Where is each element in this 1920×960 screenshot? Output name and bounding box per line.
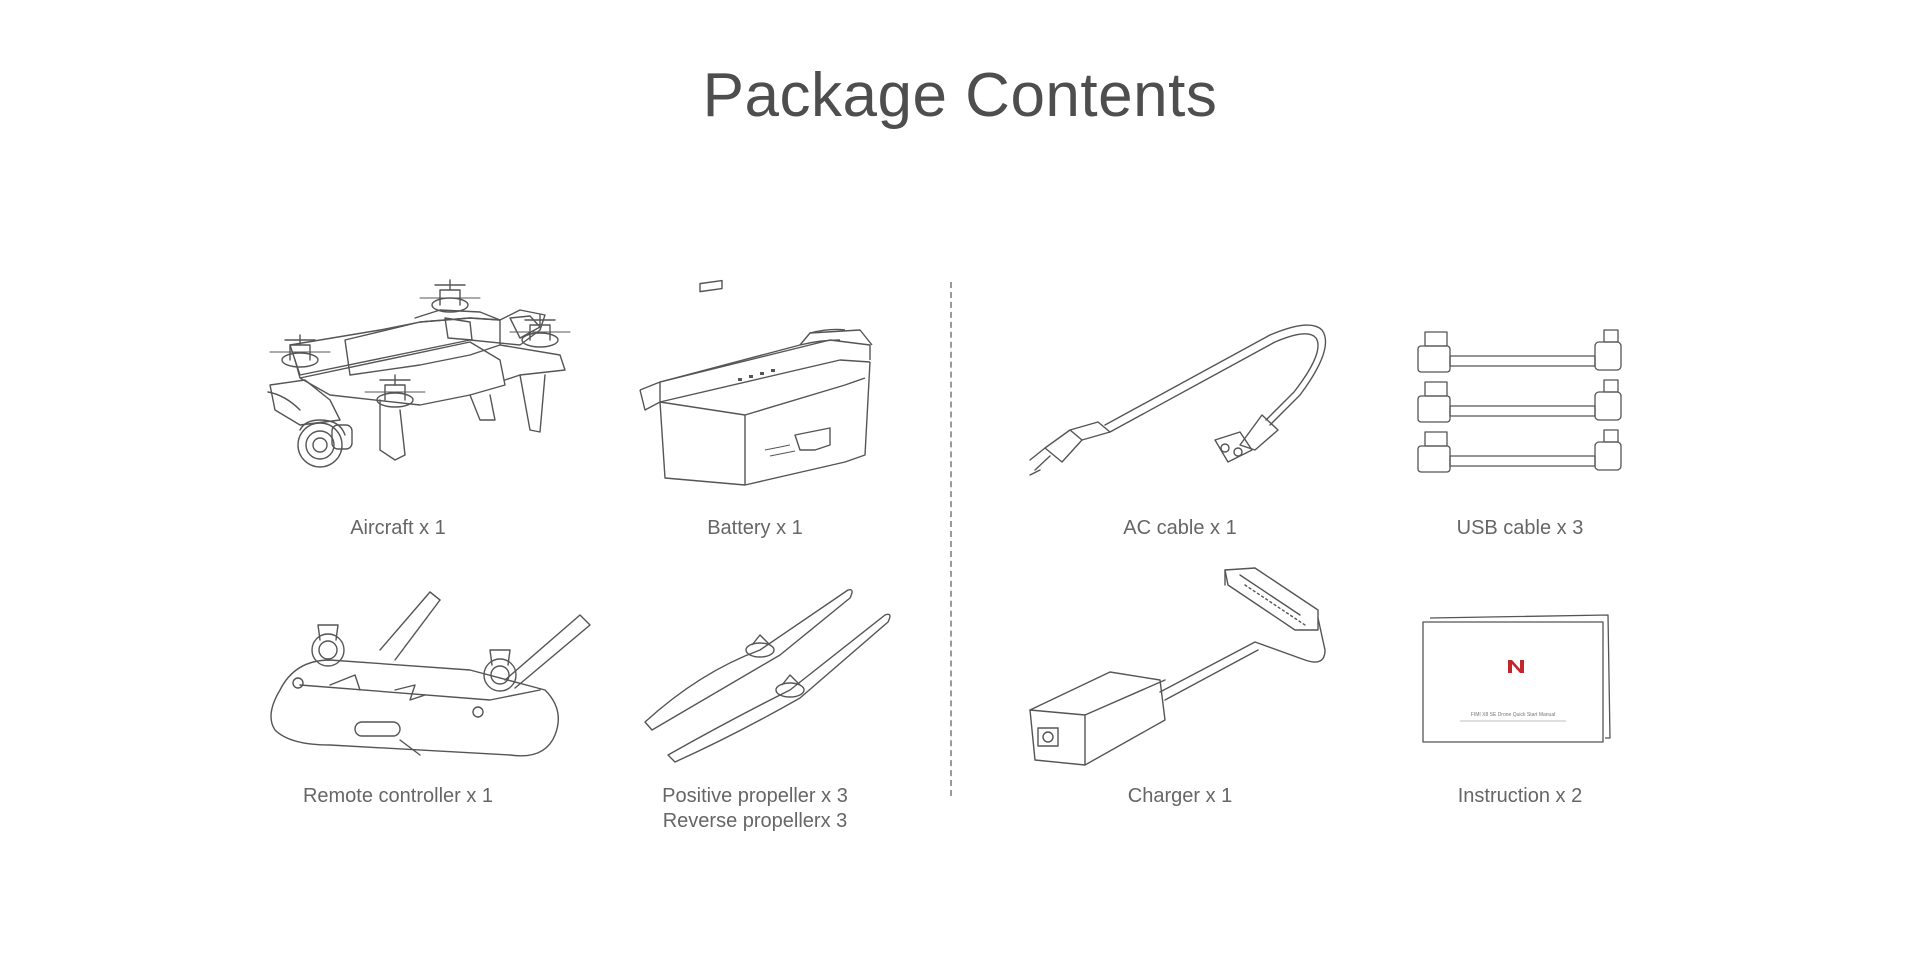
- usb-cable-illustration: [0, 0, 1, 1]
- ac-cable-label: AC cable x 1: [1123, 517, 1237, 539]
- battery-illustration: [0, 0, 1, 1]
- instruction-label: Instruction x 2: [1457, 785, 1583, 807]
- manual-logo-icon: [1508, 660, 1524, 673]
- positive-propeller-label: Positive propeller x 3: [662, 785, 848, 807]
- page-title: Package Contents: [702, 61, 1218, 130]
- reverse-propeller-label: Reverse propellerx 3: [662, 810, 848, 832]
- remote-controller-illustration: [0, 0, 1, 1]
- section-divider: [950, 282, 952, 796]
- charger-illustration: [0, 0, 1, 1]
- manual-cover-text: FIMI X8 SE Drone Quick Start Manual: [1471, 712, 1555, 718]
- aircraft-label: Aircraft x 1: [350, 517, 446, 539]
- battery-label: Battery x 1: [707, 517, 803, 539]
- usb-cable-label: USB cable x 3: [1456, 517, 1584, 539]
- charger-label: Charger x 1: [1127, 785, 1233, 807]
- remote-controller-label: Remote controller x 1: [302, 785, 494, 807]
- ac-cable-illustration: [0, 0, 1, 1]
- instruction-illustration: FIMI X8 SE Drone Quick Start Manual: [0, 0, 1, 1]
- propellers-illustration: [0, 0, 1, 1]
- aircraft-illustration: [0, 0, 1, 1]
